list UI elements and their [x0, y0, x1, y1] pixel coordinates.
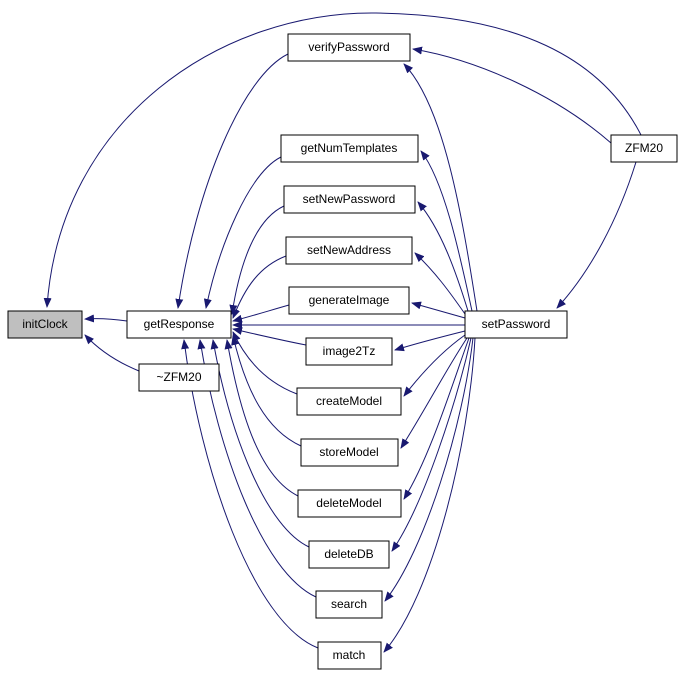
edge-setPassword-verifyPassword — [403, 63, 478, 312]
node-box — [285, 236, 413, 265]
edge-getNumTemplates-getResponse — [203, 156, 282, 309]
node-box — [283, 185, 416, 214]
node-label: setPassword — [482, 317, 551, 331]
node-label: setNewPassword — [303, 192, 396, 206]
node-label: createModel — [316, 394, 382, 408]
edge-getResponse-initClock — [84, 314, 128, 323]
node-setPassword[interactable]: setPassword — [464, 310, 568, 339]
node-label: match — [333, 648, 366, 662]
node-label: ZFM20 — [625, 141, 663, 155]
node-getNumTemplates[interactable]: getNumTemplates — [280, 134, 419, 163]
node-label: generateImage — [309, 293, 390, 307]
node-destructor-ZFM20[interactable]: ~ZFM20 — [138, 363, 220, 392]
node-label: image2Tz — [323, 344, 376, 358]
graph-edges — [43, 12, 642, 653]
node-label: search — [331, 597, 367, 611]
edge-setPassword-storeModel — [400, 337, 468, 449]
edge-storeModel-getResponse — [231, 335, 302, 447]
node-label: setNewAddress — [307, 243, 391, 257]
edge-setPassword-createModel — [403, 334, 466, 397]
edge-image2Tz-getResponse — [232, 327, 307, 346]
edge-ZFM20-setPassword — [556, 161, 637, 309]
edge-tilde-ZFM20-initClock — [84, 334, 140, 372]
node-search[interactable]: search — [315, 590, 383, 619]
node-label: getNumTemplates — [301, 141, 398, 155]
node-label: ~ZFM20 — [156, 370, 201, 384]
edge-setPassword-match — [383, 337, 476, 653]
edge-verifyPassword-getResponse — [175, 53, 289, 309]
node-label: deleteDB — [324, 547, 373, 561]
node-setNewPassword[interactable]: setNewPassword — [283, 185, 416, 214]
edge-deleteModel-getResponse — [224, 339, 299, 497]
node-match[interactable]: match — [317, 641, 382, 670]
edge-match-getResponse — [181, 339, 319, 649]
node-box — [296, 387, 402, 416]
node-label: initClock — [22, 317, 68, 331]
edge-setNewPassword-getResponse — [229, 205, 285, 315]
node-box — [464, 310, 568, 339]
edge-deleteDB-getResponse — [210, 339, 310, 548]
node-label: deleteModel — [316, 496, 381, 510]
edge-ZFM20-initClock — [43, 12, 642, 308]
edge-setPassword-setNewAddress — [414, 252, 466, 315]
node-box — [138, 363, 220, 392]
edge-setPassword-getNumTemplates — [420, 150, 473, 312]
node-box — [288, 286, 410, 315]
edge-setPassword-search — [384, 337, 474, 602]
edge-setPassword-image2Tz — [394, 330, 466, 352]
node-initClock[interactable]: initClock — [7, 310, 83, 339]
node-createModel[interactable]: createModel — [296, 387, 402, 416]
node-box — [297, 489, 402, 518]
node-storeModel[interactable]: storeModel — [300, 438, 399, 467]
node-box — [317, 641, 382, 670]
node-deleteDB[interactable]: deleteDB — [308, 540, 390, 569]
node-generateImage[interactable]: generateImage — [288, 286, 410, 315]
node-label: verifyPassword — [308, 40, 389, 54]
node-box — [300, 438, 399, 467]
node-label: getResponse — [144, 317, 215, 331]
edge-setPassword-setNewPassword — [417, 201, 469, 312]
node-label: storeModel — [319, 445, 378, 459]
node-image2Tz[interactable]: image2Tz — [305, 337, 393, 366]
node-box — [305, 337, 393, 366]
edge-setPassword-deleteModel — [403, 337, 470, 500]
node-box — [287, 33, 411, 62]
node-box — [308, 540, 390, 569]
node-verifyPassword[interactable]: verifyPassword — [287, 33, 411, 62]
edge-setPassword-deleteDB — [391, 337, 472, 552]
node-box — [7, 310, 83, 339]
node-box — [280, 134, 419, 163]
edge-generateImage-getResponse — [232, 304, 290, 323]
edge-setPassword-generateImage — [411, 301, 466, 319]
node-setNewAddress[interactable]: setNewAddress — [285, 236, 413, 265]
edge-setNewAddress-getResponse — [232, 255, 287, 319]
node-box — [315, 590, 383, 619]
node-ZFM20[interactable]: ZFM20 — [610, 134, 678, 163]
edge-ZFM20-verifyPassword — [412, 46, 612, 144]
node-box — [126, 310, 232, 339]
node-getResponse[interactable]: getResponse — [126, 310, 232, 339]
node-deleteModel[interactable]: deleteModel — [297, 489, 402, 518]
node-box — [610, 134, 678, 163]
